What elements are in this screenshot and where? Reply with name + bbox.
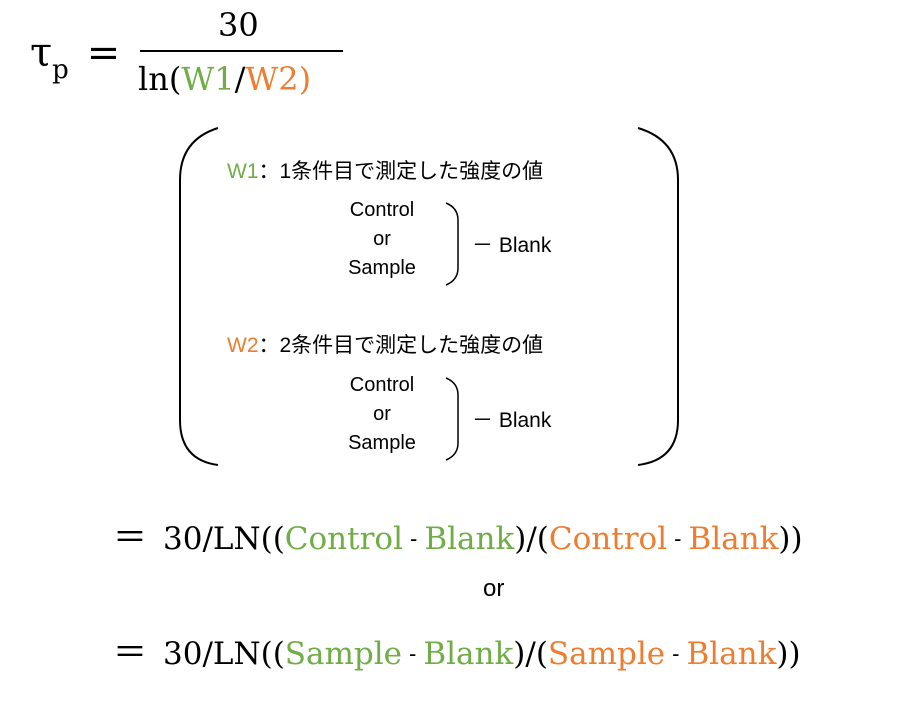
w2-stack-or: or [373, 403, 391, 425]
tau-p-symbol: τp = [30, 30, 121, 85]
w1-stack: Control or Sample [322, 196, 442, 283]
formula1-dash1: - [410, 526, 418, 551]
w2-description: ：2条件目で測定した強度の値 [258, 334, 544, 357]
denominator-close: ) [298, 60, 312, 98]
w1-minus-blank: － Blank [472, 234, 552, 257]
formula1-mid: )/( [514, 521, 549, 557]
formula1-dash2: - [674, 526, 682, 551]
formula1-suffix: )) [778, 521, 803, 557]
fraction-bar [140, 50, 343, 52]
w1-label: W1 [227, 160, 259, 183]
formula2-equals: ＝ [113, 633, 147, 673]
formula1-control-a: Control [284, 521, 403, 557]
formula2-suffix: )) [776, 636, 801, 672]
left-big-paren [179, 127, 219, 466]
formula1-prefix: 30/LN(( [163, 521, 285, 557]
formula2-blank-b: Blank [686, 636, 777, 672]
formula2-mid: )/( [513, 636, 548, 672]
formula1-equals: ＝ [113, 518, 147, 558]
equals-sign: = [86, 30, 121, 76]
w2-small-bracket [445, 377, 459, 461]
w2-label: W2 [227, 334, 259, 357]
formula2-blank-a: Blank [423, 636, 514, 672]
w1-small-bracket [445, 202, 459, 286]
tau-symbol: τ [30, 30, 53, 76]
w1-stack-or: or [373, 228, 391, 250]
denominator-w2: W2 [245, 60, 299, 98]
w2-minus-blank: － Blank [472, 409, 552, 432]
ln-prefix: ln( [138, 60, 182, 98]
formula1-control-b: Control [548, 521, 668, 557]
denominator-w1: W1 [181, 60, 235, 98]
or-connector: or [483, 575, 505, 602]
w1-description: ：1条件目で測定した強度の値 [258, 160, 544, 183]
right-big-paren [637, 127, 679, 466]
w1-definition: W1：1条件目で測定した強度の値 [227, 155, 543, 185]
formula1-blank-a: Blank [424, 521, 515, 557]
denominator-slash: / [234, 60, 246, 98]
fraction-denominator: ln(W1/W2) [138, 60, 311, 98]
formula2-sample-b: Sample [547, 636, 666, 672]
w1-stack-sample: Sample [348, 257, 416, 279]
w2-stack: Control or Sample [322, 371, 442, 458]
formula1-blank-b: Blank [688, 521, 779, 557]
w2-stack-sample: Sample [348, 432, 416, 454]
formula-sample: ＝30/LN((Sample-Blank)/(Sample-Blank)) [113, 625, 801, 674]
w2-stack-control: Control [349, 374, 415, 396]
formula-control: ＝30/LN((Control-Blank)/(Control-Blank)) [113, 510, 803, 559]
formula2-dash2: - [672, 641, 680, 666]
formula2-dash1: - [409, 641, 417, 666]
tau-subscript: p [52, 55, 69, 85]
w2-definition: W2：2条件目で測定した強度の値 [227, 329, 543, 359]
w1-stack-control: Control [349, 199, 415, 221]
formula2-sample-a: Sample [284, 636, 403, 672]
formula2-prefix: 30/LN(( [163, 636, 285, 672]
fraction-numerator: 30 [218, 6, 259, 44]
